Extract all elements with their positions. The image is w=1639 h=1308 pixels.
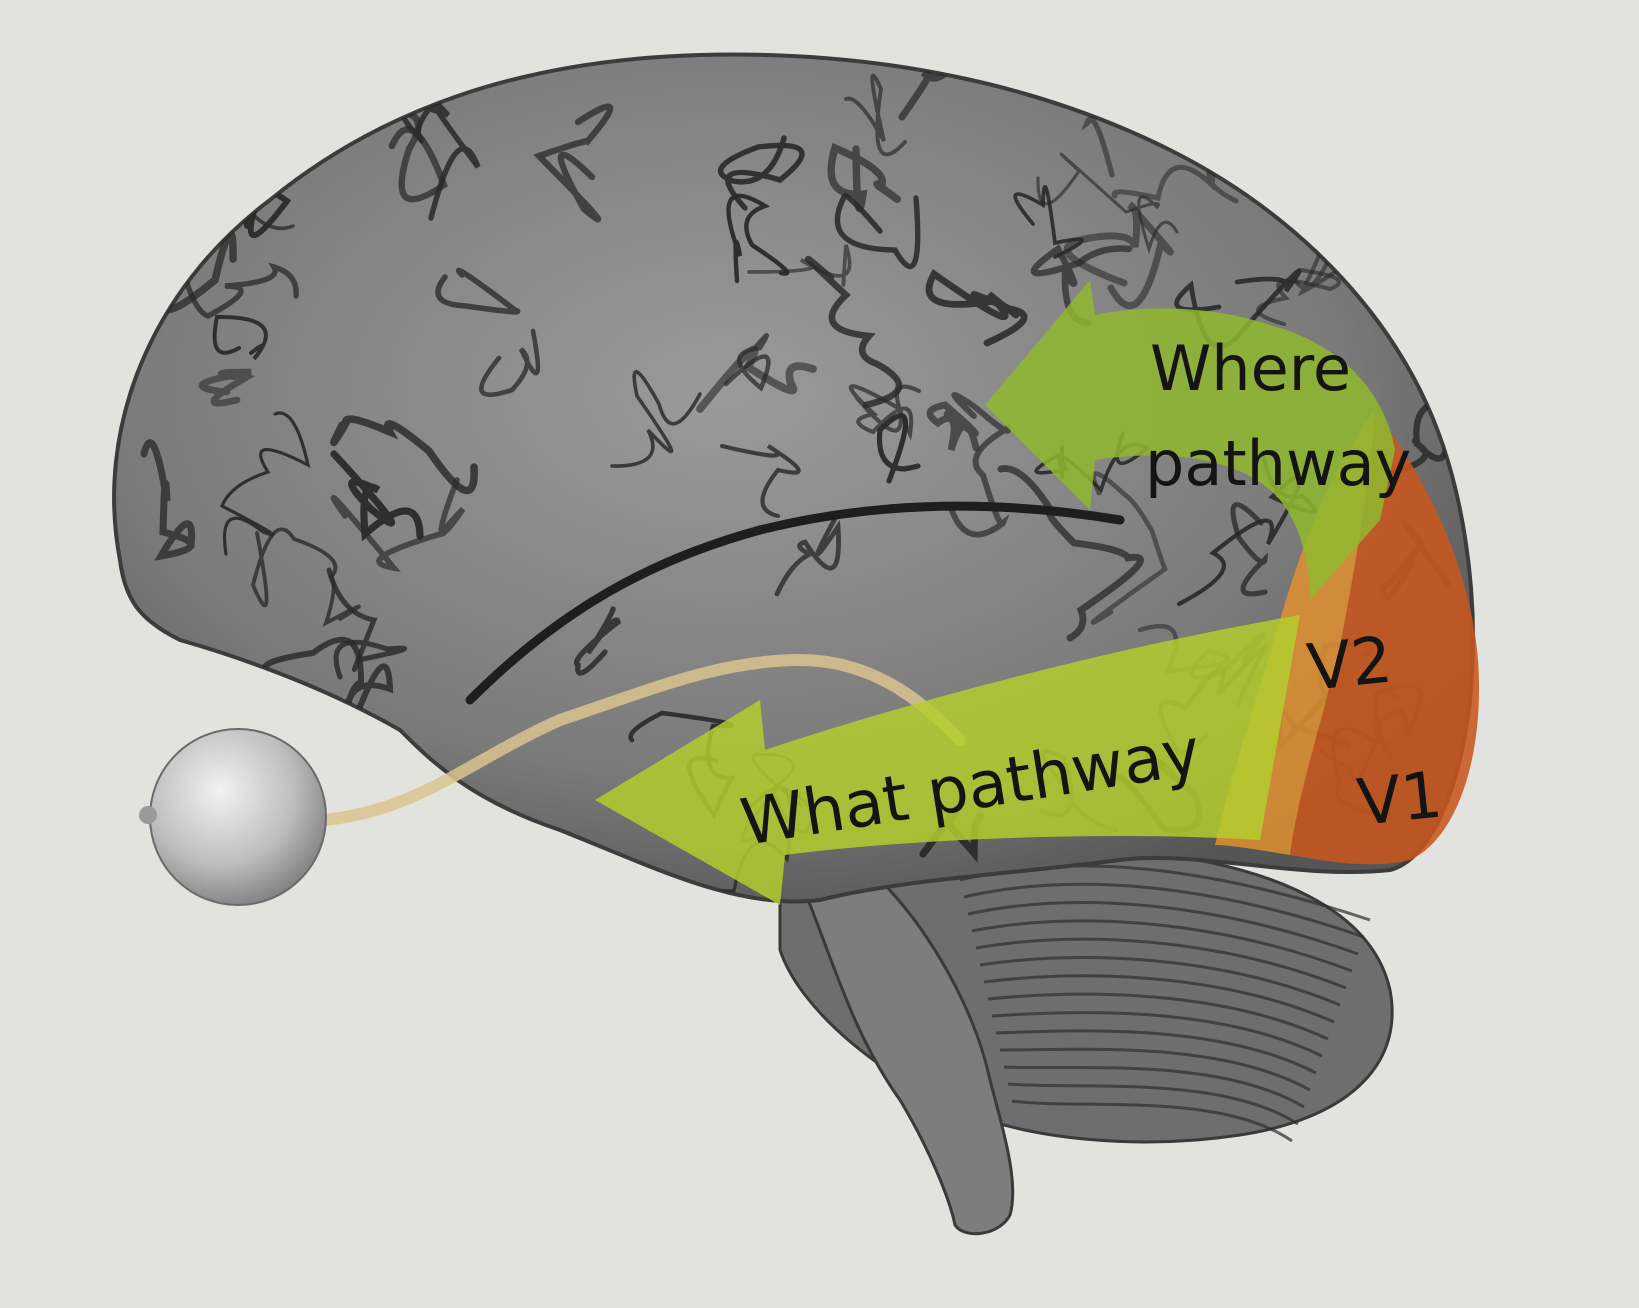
- sulcus-line: [717, 135, 805, 211]
- cerebellum-folium: [1007, 1082, 1299, 1126]
- sulcus-line: [876, 413, 921, 484]
- sulcus-line: [219, 411, 311, 556]
- optic-nerve: [319, 653, 966, 826]
- sulcus-line: [333, 711, 388, 762]
- cerebellum-folium: [971, 919, 1353, 973]
- sulcus-line: [747, 244, 852, 287]
- sulcus-line: [114, 117, 188, 232]
- sulcus-line: [947, 392, 1012, 538]
- sulcus-line: [466, 837, 537, 902]
- sulcus-line: [844, 73, 907, 157]
- sulcus-line: [1230, 502, 1269, 597]
- sulcus-line: [435, 267, 521, 315]
- cerebellum-folium: [995, 1029, 1317, 1075]
- lateral-sulcus: [465, 501, 1125, 705]
- sulcus-line: [723, 333, 771, 392]
- sulcus-line: [898, 54, 979, 121]
- sulcus-line: [925, 269, 1028, 347]
- cerebellum-folds: [959, 864, 1371, 1143]
- where-pathway-label-line2: pathway: [1145, 427, 1411, 500]
- sulcus-line: [198, 368, 256, 407]
- cerebellum-folium: [1011, 1099, 1293, 1143]
- sulcus-line: [330, 477, 466, 572]
- sulcus-line: [1384, 398, 1451, 478]
- sulcus-line: [610, 370, 702, 468]
- sulcus-line: [262, 636, 394, 728]
- sulcus-line: [479, 328, 541, 398]
- sulcus-line: [726, 193, 790, 284]
- sulcus-line: [719, 443, 801, 519]
- cerebellum-folium: [963, 882, 1365, 939]
- sulcus-line: [574, 606, 621, 676]
- eyeball-pupil-bump: [139, 806, 157, 824]
- sulcus-line: [140, 439, 196, 561]
- sulcus-line: [212, 314, 268, 361]
- cerebellum-folium: [999, 1047, 1311, 1092]
- sulcus-line: [1408, 63, 1471, 121]
- cerebellum-folium: [1003, 1065, 1305, 1109]
- cerebellum-folium: [975, 937, 1347, 990]
- brainstem: [797, 878, 1015, 1236]
- sulcus-line: [533, 103, 614, 223]
- cerebellum-folium: [983, 974, 1335, 1024]
- sulcus-line: [330, 415, 478, 495]
- sulcus-line: [997, 465, 1144, 642]
- cerebellum-folium: [979, 956, 1341, 1007]
- cerebellum-folium: [991, 1011, 1323, 1058]
- cerebellum-folium: [967, 901, 1359, 956]
- where-pathway-label-line1: Where: [1150, 332, 1351, 405]
- sulcus-line: [1256, 268, 1342, 326]
- sulcus-line: [1063, 201, 1174, 310]
- sulcus-line: [1030, 244, 1133, 327]
- sulcus-line: [330, 450, 424, 542]
- sulcus-line: [177, 110, 243, 193]
- v2-label: V2: [1304, 623, 1396, 705]
- sulcus-line: [1090, 471, 1168, 625]
- sulcus-line: [696, 345, 817, 413]
- sulcus-line: [177, 143, 292, 239]
- v1-label: V1: [1354, 758, 1446, 840]
- sulcus-line: [774, 512, 841, 597]
- sulcus-line: [926, 401, 980, 452]
- v1-region: [1290, 410, 1480, 865]
- sulcus-line: [834, 193, 921, 270]
- where-pathway-arrow: [985, 280, 1395, 600]
- cerebellum-folium: [987, 992, 1329, 1041]
- eyeball: [149, 728, 327, 906]
- sulcus-line: [251, 527, 361, 627]
- what-pathway-arrow: [595, 615, 1300, 905]
